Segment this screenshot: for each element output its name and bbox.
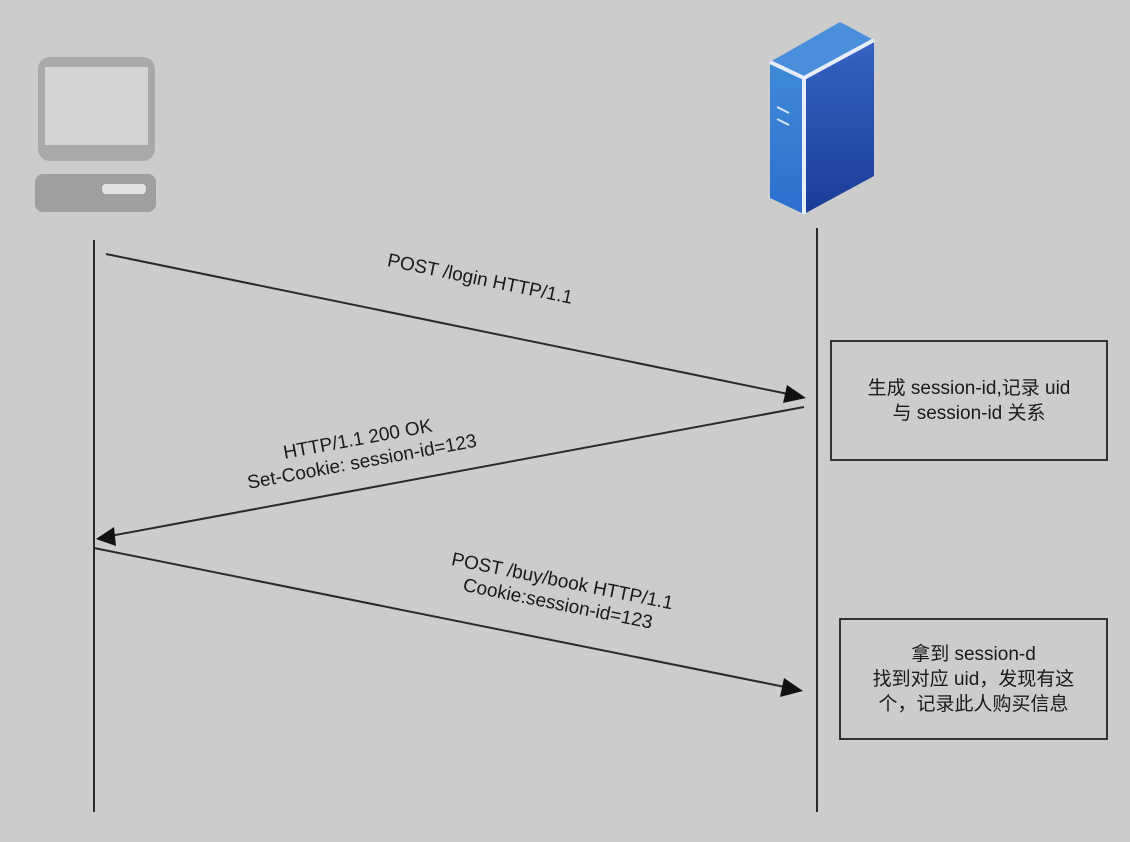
- note-line: 拿到 session-d: [911, 643, 1036, 665]
- note-line: 生成 session-id,记录 uid: [867, 377, 1071, 399]
- note-line: 与 session-id 关系: [892, 402, 1046, 424]
- note-record-purchase: 拿到 session-d 找到对应 uid，发现有这 个，记录此人购买信息: [839, 618, 1108, 740]
- message-arrow-login: [105, 253, 806, 403]
- message-arrow-buy: [93, 547, 803, 697]
- server-icon: [769, 22, 875, 214]
- note-line: 个，记录此人购买信息: [878, 693, 1069, 715]
- note-generate-session: 生成 session-id,记录 uid 与 session-id 关系: [830, 340, 1108, 461]
- note-line: 找到对应 uid，发现有这: [872, 668, 1075, 690]
- message-arrow-response: [96, 406, 805, 546]
- computer-icon: [35, 57, 156, 212]
